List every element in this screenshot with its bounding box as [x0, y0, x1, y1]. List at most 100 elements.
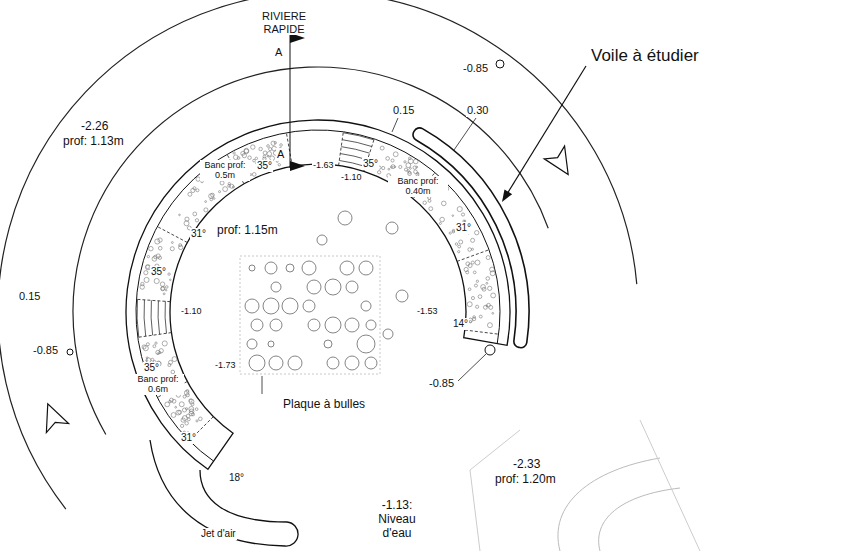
gravel-dot [199, 417, 203, 421]
bubble [365, 357, 377, 369]
gravel-dot [182, 416, 187, 421]
gravel-dot [170, 279, 172, 281]
gravel-dot [187, 418, 190, 421]
plan-label: -1.10 [180, 306, 203, 316]
plan-label: 18° [228, 472, 245, 484]
plan-label: A [274, 46, 283, 59]
gravel-dot [251, 145, 255, 149]
gravel-dot [475, 231, 479, 235]
gravel-dot [162, 341, 167, 346]
stair-step [341, 147, 369, 154]
gravel-dot [467, 302, 472, 307]
gravel-dot [171, 413, 176, 418]
gravel-dot [161, 287, 165, 291]
plan-label: 35° [143, 362, 160, 374]
bubble [247, 339, 257, 349]
plan-label: -1.53 [416, 306, 439, 316]
gravel-dot [158, 246, 162, 250]
gravel-dot [188, 192, 192, 196]
sector-line [286, 133, 292, 166]
gravel-dot [259, 147, 262, 150]
gravel-dot [487, 303, 491, 307]
gravel-dot [170, 247, 174, 251]
gravel-dot [196, 189, 199, 192]
gravel-dot [391, 165, 395, 169]
bubble [270, 319, 282, 331]
bubble [338, 211, 352, 225]
bubble-plate [240, 256, 380, 374]
plan-label: 31° [455, 222, 472, 234]
gravel-dot [155, 342, 157, 344]
gravel-dot [171, 242, 173, 244]
plan-label: -0.85 [428, 377, 455, 390]
level-marker [496, 60, 504, 68]
gravel-dot [486, 282, 488, 284]
bubble [251, 319, 263, 331]
gravel-dot [455, 243, 457, 245]
gravel-dot [482, 287, 486, 291]
gravel-dot [464, 267, 468, 271]
gravel-dot [468, 288, 471, 291]
bubble [265, 262, 277, 274]
bubble [357, 335, 375, 353]
plan-label: -1.63 [312, 160, 335, 170]
gravel-dot [155, 239, 160, 244]
plan-label: Plaque à bulles [282, 398, 366, 412]
plan-label: Voile à étudier [590, 46, 700, 66]
plan-label: -0.85 [32, 344, 59, 357]
bubble [288, 356, 302, 370]
gravel-dot [144, 277, 149, 282]
bubble [282, 298, 298, 314]
gravel-dot [176, 410, 181, 415]
gravel-dot [449, 232, 451, 234]
bubble [345, 318, 359, 332]
plan-label: -1.73 [214, 360, 237, 370]
gravel-dot [269, 148, 272, 151]
gravel-dot [267, 145, 270, 148]
stair-step [343, 133, 374, 140]
gravel-dot [393, 152, 398, 157]
background-outline [640, 420, 700, 551]
river-inner-wall [73, 67, 548, 435]
gravel-dot [413, 159, 418, 164]
bubble [286, 264, 294, 272]
bubble [327, 357, 339, 369]
plan-label: 31° [180, 432, 197, 444]
gravel-dot [250, 174, 252, 176]
gravel-dot [423, 201, 426, 204]
gravel-dot [211, 193, 215, 197]
sector-line [465, 330, 499, 334]
level-marker [485, 345, 495, 355]
gravel-dot [165, 289, 167, 291]
gravel-dot [439, 222, 441, 224]
gravel-dot [169, 360, 173, 364]
bubble [269, 356, 283, 370]
gravel-dot [468, 248, 472, 252]
gravel-dot [452, 215, 454, 217]
bubble [245, 299, 259, 313]
gravel-dot [149, 246, 153, 250]
gravel-dot [428, 196, 431, 199]
gravel-dot [414, 170, 418, 174]
bubble [359, 261, 373, 275]
plan-label: -0.85 [462, 62, 489, 75]
gravel-dot [416, 166, 418, 168]
bubble [249, 355, 265, 371]
plan-label: Banc prof: 0.5m [200, 160, 250, 181]
gravel-dot [184, 391, 189, 396]
gravel-dot [377, 171, 380, 174]
plan-label: -1.10 [340, 172, 363, 182]
gravel-dot [278, 164, 280, 166]
gravel-dot [458, 245, 461, 248]
callout-arrowhead [502, 189, 512, 202]
gravel-dot [144, 271, 148, 275]
gravel-dot [441, 201, 446, 206]
bubble [302, 261, 316, 275]
gravel-dot [471, 296, 474, 299]
gravel-dot [458, 251, 460, 253]
gravel-dot [168, 273, 170, 275]
gravel-dot [428, 199, 431, 202]
bench-ring [126, 120, 510, 469]
gravel-dot [147, 255, 149, 257]
